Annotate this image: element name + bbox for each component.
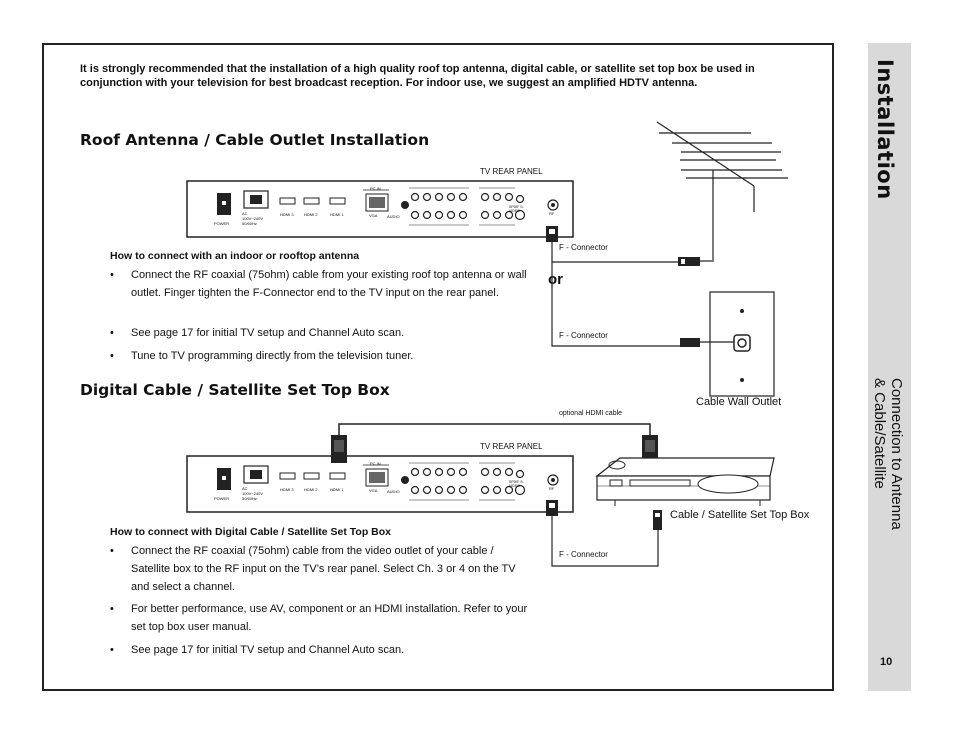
set-top-box-label: Cable / Satellite Set Top Box	[670, 509, 810, 521]
bullet-symbol: •	[110, 545, 114, 557]
f-connector-label: F - Connector	[559, 243, 608, 252]
spdif-label: SPDIF S-VIDEO	[509, 205, 524, 213]
rf-label: RF	[549, 486, 555, 491]
sidebar-subtitle: Connection to Antenna & Cable/Satellite	[871, 378, 905, 530]
bullet-symbol: •	[110, 350, 114, 362]
ac-label: AC 100V~240V 50/60Hz	[242, 486, 264, 501]
f-connector-label: F - Connector	[559, 331, 608, 340]
bullet-text: See page 17 for initial TV setup and Cha…	[131, 327, 405, 339]
section1-title: Roof Antenna / Cable Outlet Installation	[80, 131, 430, 149]
power-label: POWER	[214, 496, 230, 501]
tv-rear-panel-label: TV REAR PANEL	[480, 167, 543, 176]
hdmi2-label: HDMI 2	[304, 487, 318, 492]
section2-subtitle: How to connect with Digital Cable / Sate…	[110, 526, 391, 538]
section1-subtitle: How to connect with an indoor or rooftop…	[110, 250, 360, 262]
list-item: • For better performance, use AV, compon…	[110, 600, 530, 636]
spdif-label: SPDIF S-VIDEO	[509, 480, 524, 488]
page-number: 10	[880, 656, 893, 668]
bullet-text: Connect the RF coaxial (75ohm) cable fro…	[131, 545, 516, 593]
bullet-symbol: •	[110, 269, 114, 281]
bullet-symbol: •	[110, 327, 114, 339]
list-item: • See page 17 for initial TV setup and C…	[110, 324, 530, 342]
hdmi1-label: HDMI 1	[330, 487, 344, 492]
optional-hdmi-label: optional HDMI cable	[559, 410, 623, 417]
bullet-text: Tune to TV programming directly from the…	[131, 350, 414, 362]
hdmi3-label: HDMI 3	[280, 487, 294, 492]
bullet-text: Connect the RF coaxial (75ohm) cable fro…	[131, 269, 527, 299]
list-item: • Tune to TV programming directly from t…	[110, 347, 530, 365]
power-label: POWER	[214, 221, 230, 226]
list-item: • Connect the RF coaxial (75ohm) cable f…	[110, 542, 530, 596]
sidebar-subtitle-line1: Connection to Antenna	[888, 378, 905, 530]
ac-label: AC 100V~240V 50/60Hz	[242, 211, 264, 226]
or-label: or	[548, 271, 563, 288]
rf-label: RF	[549, 211, 555, 216]
vga-label: VGA	[369, 213, 378, 218]
pc-in-label: PC IN	[370, 186, 381, 191]
pc-in-label: PC IN	[370, 461, 381, 466]
f-connector-label: F - Connector	[559, 550, 608, 559]
list-item: • See page 17 for initial TV setup and C…	[110, 641, 530, 659]
bullet-text: For better performance, use AV, componen…	[131, 603, 528, 633]
section2-title: Digital Cable / Satellite Set Top Box	[80, 381, 390, 399]
bullet-symbol: •	[110, 603, 114, 615]
sidebar-subtitle-line2: & Cable/Satellite	[871, 378, 888, 489]
list-item: • Connect the RF coaxial (75ohm) cable f…	[110, 266, 530, 302]
hdmi1-label: HDMI 1	[330, 212, 344, 217]
audio-label: AUDIO	[387, 214, 400, 219]
tv-rear-panel-label: TV REAR PANEL	[480, 442, 543, 451]
hdmi3-label: HDMI 3	[280, 212, 294, 217]
cable-wall-outlet-label: Cable Wall Outlet	[696, 396, 782, 408]
sidebar-tab	[868, 43, 911, 691]
audio-label: AUDIO	[387, 489, 400, 494]
intro-text: It is strongly recommended that the inst…	[80, 63, 755, 89]
vga-label: VGA	[369, 488, 378, 493]
sidebar-title: Installation	[873, 59, 897, 200]
hdmi2-label: HDMI 2	[304, 212, 318, 217]
bullet-text: See page 17 for initial TV setup and Cha…	[131, 644, 405, 656]
content-frame	[42, 43, 834, 691]
bullet-symbol: •	[110, 644, 114, 656]
